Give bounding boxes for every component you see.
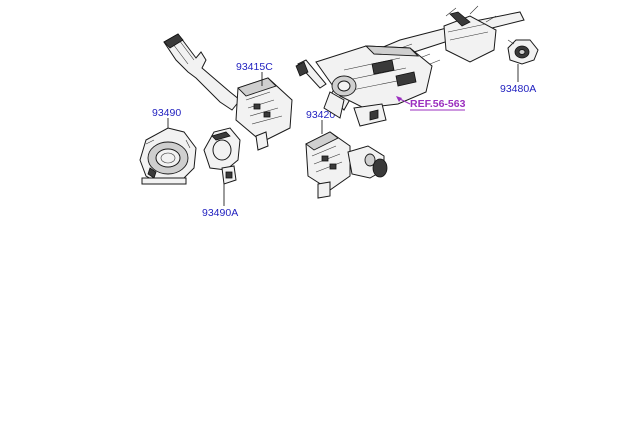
- clock-spring-assembly[interactable]: [139, 127, 197, 185]
- wiper-switch[interactable]: [305, 131, 388, 199]
- multifunction-switch-lever[interactable]: [163, 33, 293, 151]
- part-number-93420: 93420: [306, 109, 335, 121]
- part-number-93490: 93490: [152, 107, 181, 119]
- clock-spring-sensor[interactable]: [203, 127, 241, 185]
- reference-arrowhead: [396, 96, 402, 102]
- part-number-93490A: 93490A: [202, 207, 238, 219]
- reference-label[interactable]: REF.56-563: [410, 98, 466, 110]
- steering-column: [295, 5, 525, 127]
- part-number-93415C: 93415C: [236, 61, 273, 73]
- key-lock-part[interactable]: [507, 39, 539, 65]
- part-number-93480A: 93480A: [500, 83, 536, 95]
